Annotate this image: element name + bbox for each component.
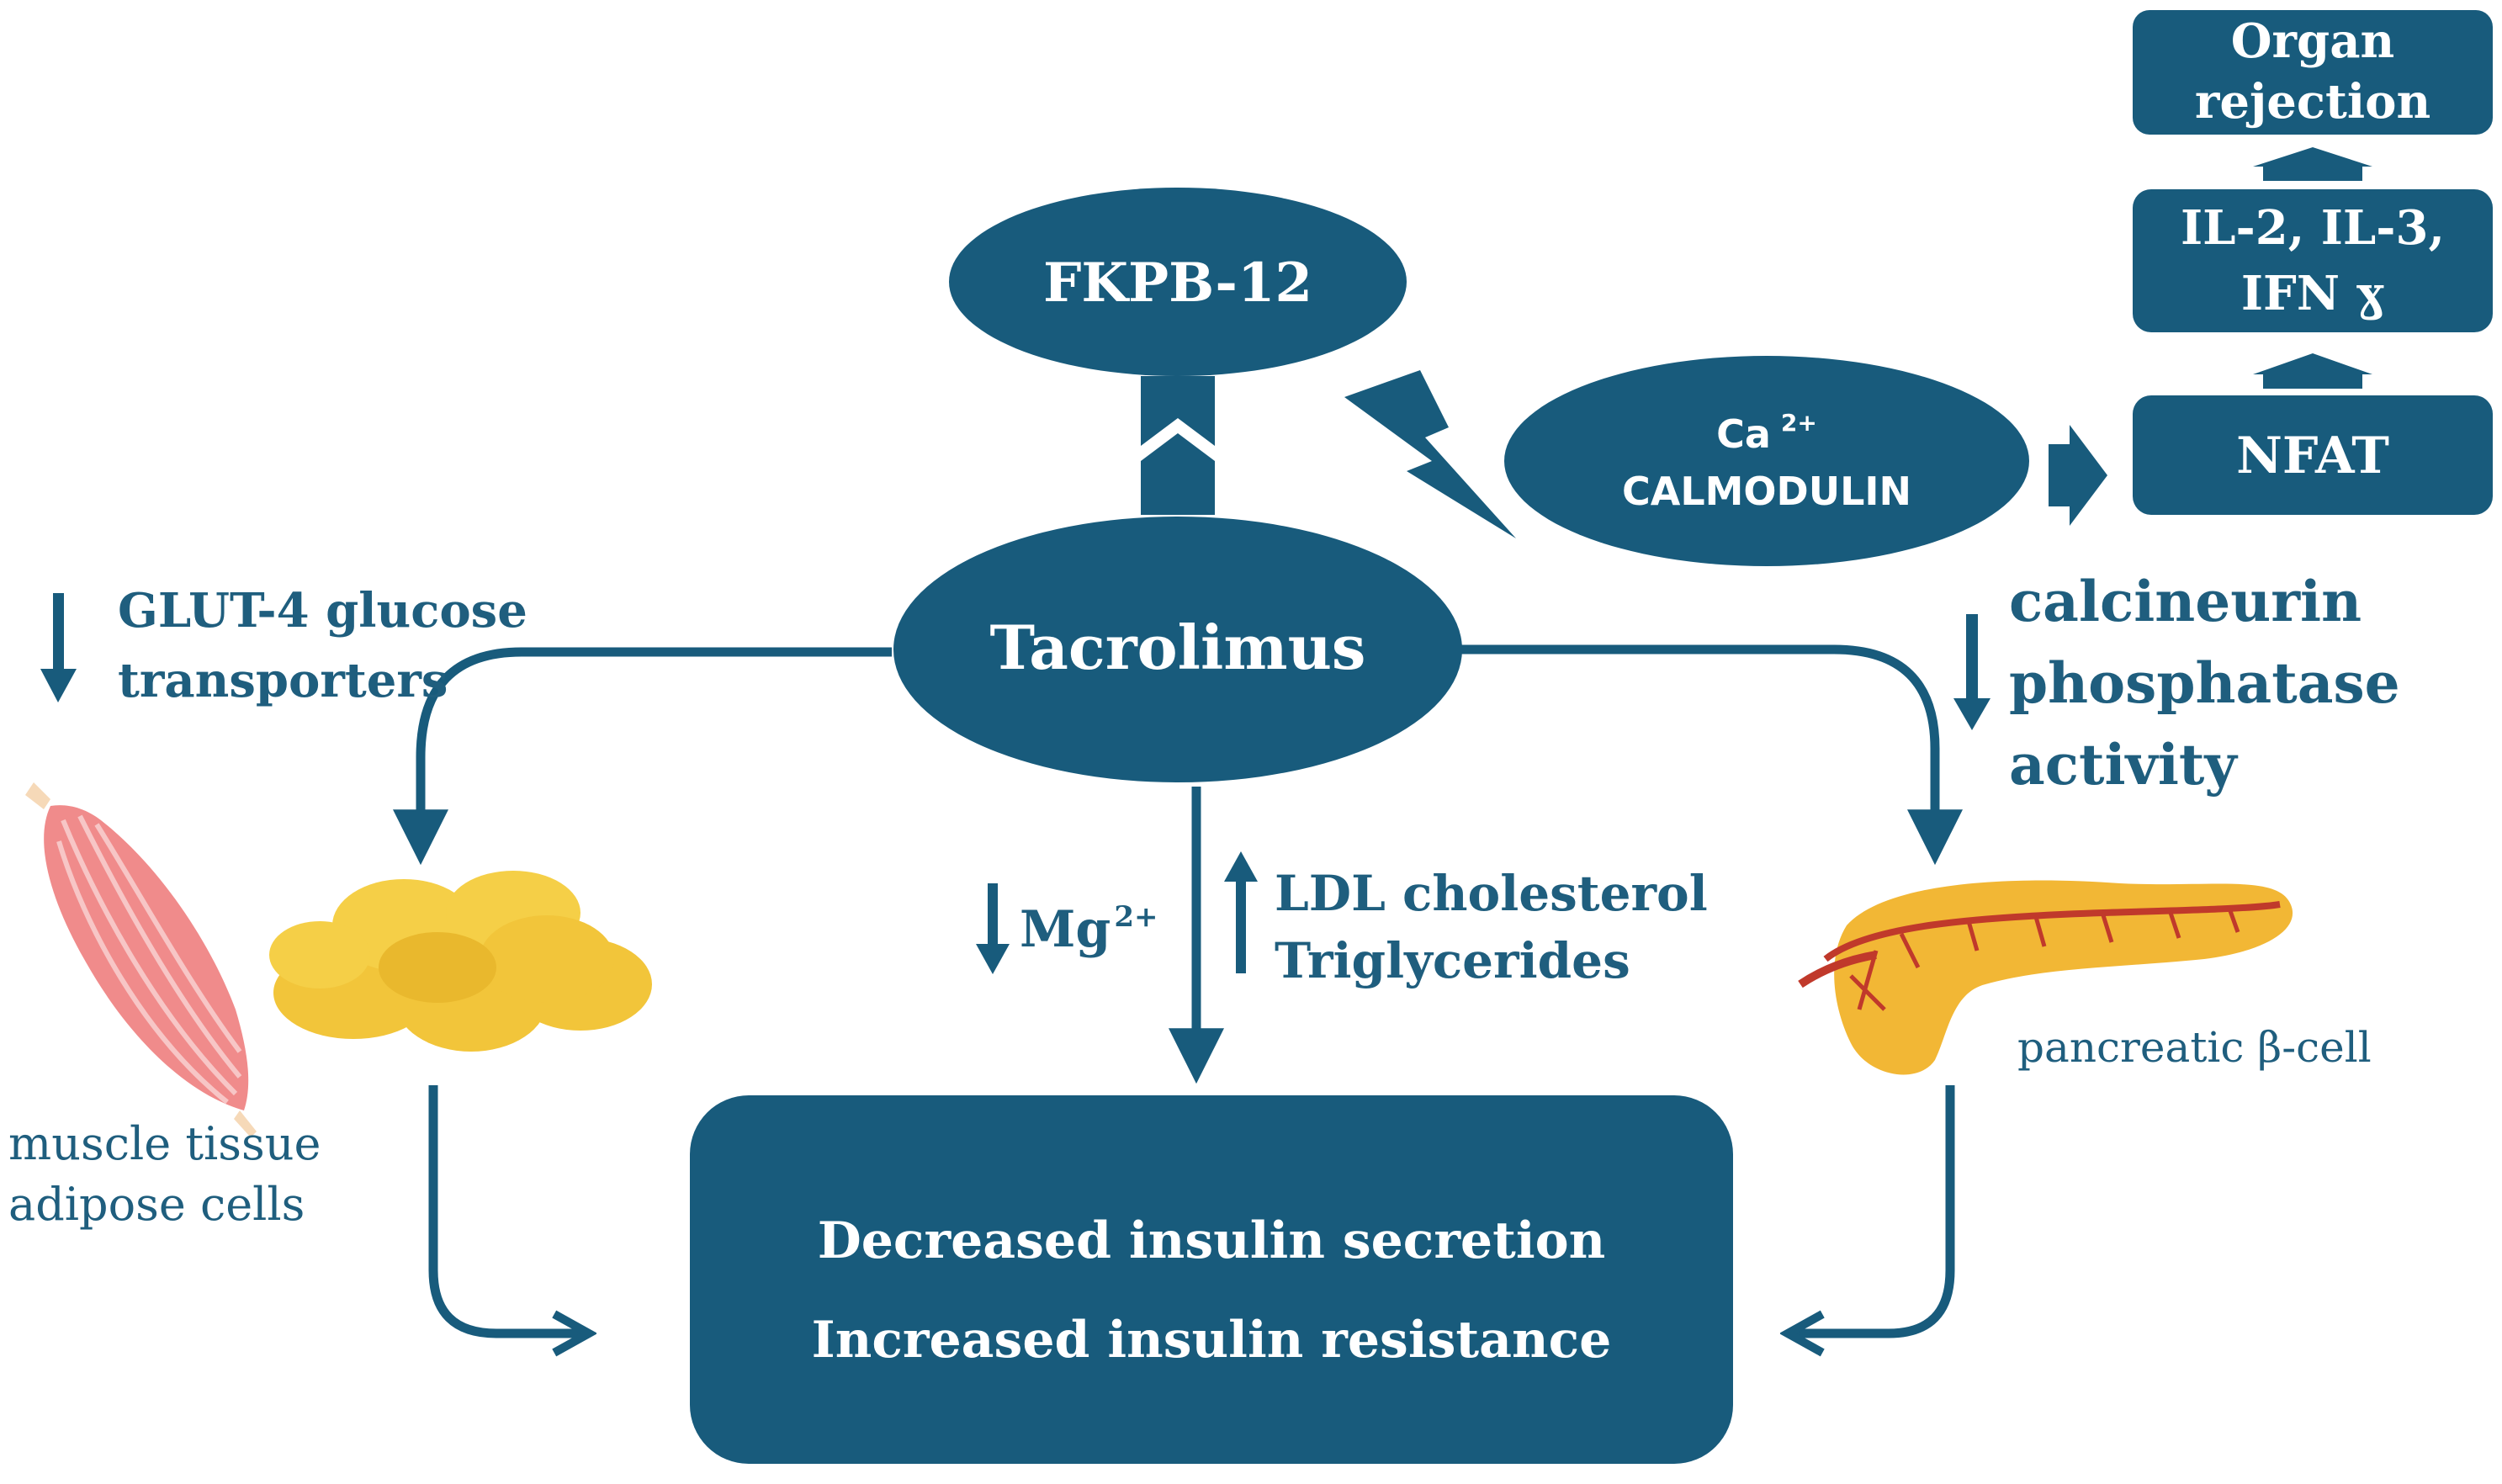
outcome-box — [690, 1095, 1733, 1464]
interleukins-line1: IL-2, IL-3, — [2181, 200, 2445, 256]
calcineurin-line3: activity — [2009, 732, 2238, 798]
tacrolimus-label: Tacrolimus — [990, 612, 1366, 683]
calcineurin-line2: phosphatase — [2009, 650, 2400, 716]
down-arrow-icon — [40, 593, 77, 702]
connector-to-adipose — [393, 647, 892, 866]
tissue-line2: adipose cells — [8, 1178, 305, 1231]
il-to-organ-arrow — [2253, 147, 2372, 181]
outcome-line2: Increased insulin resistance — [812, 1311, 1612, 1370]
calmodulin-to-nfat-arrow — [2049, 425, 2107, 526]
pancreas-label: pancreatic β-cell — [2017, 1023, 2372, 1072]
calmodulin-label: CALMODULIN — [1622, 469, 1911, 514]
binding-receptor-shape — [1141, 376, 1215, 446]
connector-to-pancreas — [1460, 644, 1963, 866]
pancreas-icon — [1798, 880, 2293, 1075]
adipose-icon — [269, 871, 652, 1052]
down-arrow-icon — [1953, 614, 1990, 730]
tacrolimus-node — [893, 517, 1462, 782]
ldl-line2: Triglycerides — [1275, 932, 1630, 989]
ldl-line1: LDL cholesterol — [1275, 865, 1708, 922]
calmodulin-node — [1504, 356, 2029, 566]
connector-adipose-to-outcome — [428, 1085, 589, 1333]
up-arrow-icon — [1224, 851, 1258, 973]
interleukins-line2: IFN ɣ — [2241, 266, 2384, 321]
organ-line1: Organ — [2231, 13, 2394, 69]
organ-rejection-node — [2133, 10, 2493, 135]
nfat-node — [2133, 395, 2493, 515]
outcome-line1: Decreased insulin secretion — [818, 1211, 1606, 1270]
fkpb-node — [949, 188, 1407, 376]
glut-line2: transporters — [118, 653, 448, 708]
calcineurin-line1: calcineurin — [2009, 569, 2362, 634]
down-arrow-icon — [976, 883, 1010, 974]
interleukins-node — [2133, 189, 2493, 332]
nfat-label: NFAT — [2236, 427, 2389, 485]
nfat-to-il-arrow — [2253, 353, 2372, 389]
glut-line1: GLUT-4 glucose — [118, 583, 527, 639]
binding-up-arrow-icon — [1141, 433, 1215, 515]
tissue-line1: muscle tissue — [8, 1117, 321, 1170]
connector-pancreas-to-outcome — [1788, 1085, 1955, 1333]
fkpb-label: FKPB-12 — [1043, 252, 1312, 315]
muscle-icon — [25, 782, 257, 1137]
lightning-icon — [1344, 370, 1516, 538]
organ-line2: rejection — [2195, 74, 2430, 130]
